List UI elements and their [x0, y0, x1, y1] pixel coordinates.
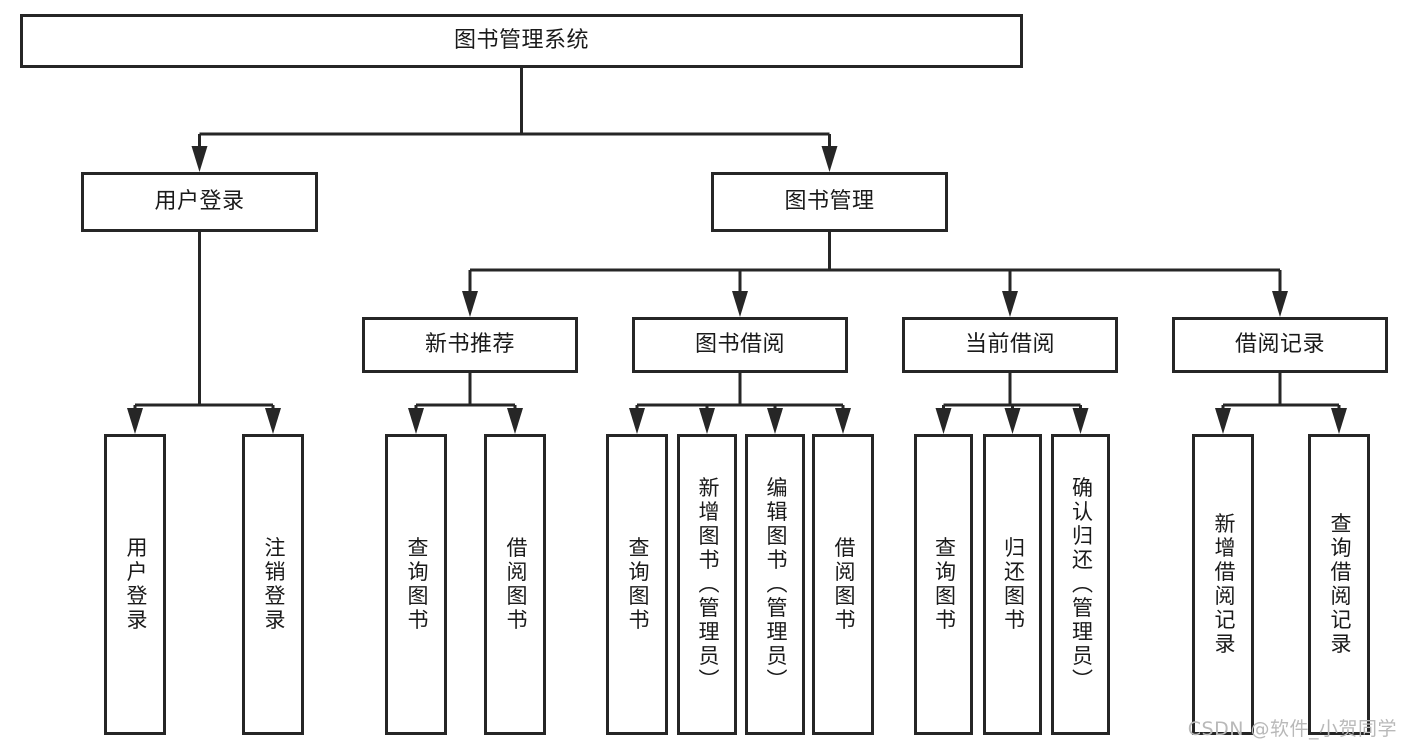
node-layer: 图书管理系统用户登录图书管理新书推荐图书借阅当前借阅借阅记录用户登录注销登录查询… [20, 14, 1388, 735]
arrowhead-icon [699, 408, 715, 434]
node-label: 用户登录 [124, 537, 148, 633]
node-box [914, 434, 973, 735]
arrowhead-icon [1215, 408, 1231, 434]
arrowhead-icon [462, 291, 478, 317]
node-box [745, 434, 805, 735]
node-label: 新书推荐 [425, 332, 515, 357]
node-borrow[interactable]: 图书借阅 [632, 317, 848, 373]
node-label: 借阅图书 [832, 537, 856, 633]
node-label: 图书管理 [784, 189, 874, 214]
node-label: 注销登录 [262, 537, 286, 633]
arrowhead-icon [191, 146, 208, 172]
node-label: 归还图书 [1002, 537, 1026, 633]
node-login[interactable]: 用户登录 [81, 172, 318, 232]
edge-layer [127, 68, 1347, 434]
node-leaf-add-book[interactable]: 新增图书（管理员） [677, 434, 737, 735]
node-box [362, 317, 578, 373]
node-leaf-borrow-book-1[interactable]: 借阅图书 [484, 434, 546, 735]
node-box [812, 434, 874, 735]
node-leaf-query-book-3[interactable]: 查询图书 [914, 434, 973, 735]
node-box [484, 434, 546, 735]
node-leaf-borrow-book-2[interactable]: 借阅图书 [812, 434, 874, 735]
node-leaf-confirm-return[interactable]: 确认归还（管理员） [1051, 434, 1110, 735]
arrowhead-icon [408, 408, 424, 434]
arrowhead-icon [507, 408, 523, 434]
node-box [104, 434, 166, 735]
arrowhead-icon [732, 291, 748, 317]
arrowhead-icon [1072, 408, 1089, 434]
node-box [1308, 434, 1370, 735]
arrowhead-icon [127, 408, 143, 434]
node-label: 查询图书 [626, 537, 650, 633]
node-label: 查询图书 [405, 537, 429, 633]
node-label: 编辑图书（管理员） [764, 477, 788, 693]
node-label: 用户登录 [154, 189, 244, 214]
node-box [1192, 434, 1254, 735]
arrowhead-icon [265, 408, 281, 434]
node-box [1172, 317, 1388, 373]
node-label: 借阅图书 [504, 537, 528, 633]
node-box [1051, 434, 1110, 735]
arrowhead-icon [835, 408, 851, 434]
node-box [242, 434, 304, 735]
node-box [81, 172, 318, 232]
node-leaf-query-book-1[interactable]: 查询图书 [385, 434, 447, 735]
node-leaf-query-book-2[interactable]: 查询图书 [606, 434, 668, 735]
node-label: 图书借阅 [695, 332, 785, 357]
arrowhead-icon [1331, 408, 1347, 434]
node-box [983, 434, 1042, 735]
arrowhead-icon [821, 146, 838, 172]
node-label: 当前借阅 [965, 332, 1055, 357]
arrowhead-icon [1002, 291, 1018, 317]
node-box [632, 317, 848, 373]
node-leaf-user-login[interactable]: 用户登录 [104, 434, 166, 735]
node-box [711, 172, 948, 232]
node-label: 确认归还（管理员） [1070, 477, 1094, 693]
node-box [677, 434, 737, 735]
node-box [385, 434, 447, 735]
node-box [902, 317, 1118, 373]
arrowhead-icon [935, 408, 952, 434]
node-bookmgmt[interactable]: 图书管理 [711, 172, 948, 232]
node-leaf-edit-book[interactable]: 编辑图书（管理员） [745, 434, 805, 735]
watermark-label: CSDN @软件_小贺同学 [1187, 718, 1397, 740]
node-label: 新增借阅记录 [1212, 513, 1236, 657]
node-newbook[interactable]: 新书推荐 [362, 317, 578, 373]
node-root[interactable]: 图书管理系统 [20, 14, 1023, 68]
node-leaf-user-logout[interactable]: 注销登录 [242, 434, 304, 735]
node-label: 查询图书 [933, 537, 957, 633]
node-box [606, 434, 668, 735]
node-label: 新增图书（管理员） [696, 477, 720, 693]
node-box [20, 14, 1023, 68]
node-leaf-add-record[interactable]: 新增借阅记录 [1192, 434, 1254, 735]
node-records[interactable]: 借阅记录 [1172, 317, 1388, 373]
node-leaf-return-book[interactable]: 归还图书 [983, 434, 1042, 735]
node-label: 查询借阅记录 [1328, 513, 1352, 657]
arrowhead-icon [629, 408, 645, 434]
node-label: 借阅记录 [1235, 332, 1325, 357]
node-leaf-query-record[interactable]: 查询借阅记录 [1308, 434, 1370, 735]
arrowhead-icon [1004, 408, 1021, 434]
node-current[interactable]: 当前借阅 [902, 317, 1118, 373]
node-label: 图书管理系统 [454, 28, 589, 53]
arrowhead-icon [1272, 291, 1288, 317]
arrowhead-icon [767, 408, 783, 434]
